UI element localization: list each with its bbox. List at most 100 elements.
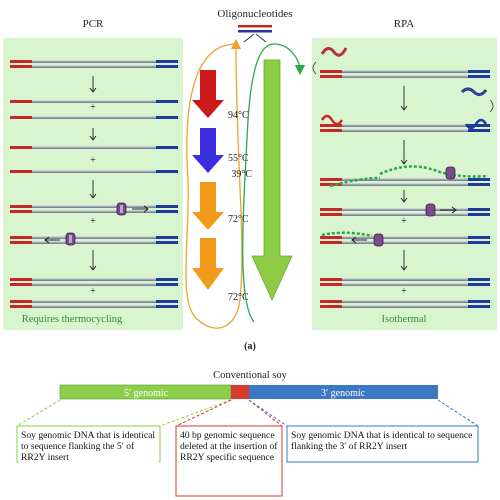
primer-blue [156,305,178,308]
rpa-duplex-5-top [320,236,490,239]
rpa-duplex-4-top [320,208,490,211]
pcr-plus-3: + [90,216,96,227]
rpa-duplex-6-top [320,278,490,281]
rpa-polymerase-3 [321,231,384,247]
primer-red [320,178,342,181]
pcr-step-arrow-3 [89,180,97,199]
extend-arrow [192,182,224,230]
pcr-strands [10,60,178,308]
primer-red [320,236,342,239]
rpa-title: RPA [394,18,414,30]
isothermal-arrow [251,59,293,301]
genomic-5-label: 5′ genomic [124,388,169,399]
rpa-footer: Isothermal [382,314,427,325]
pcr-duplex-9-bottom [10,305,178,308]
primer-red [10,205,32,208]
pcr-title: PCR [83,18,104,30]
box-right-text: Soy genomic DNA that is identical to seq… [288,428,477,454]
rpa-duplex-3-top [320,178,490,181]
primer-blue [468,208,490,211]
primer-blue [468,75,490,78]
primer-red [10,278,32,281]
pcr-plus-4: + [90,286,96,297]
primer-blue [156,241,178,244]
rpa-duplex-1-top [320,70,490,73]
pcr-duplex-8-bottom [10,283,178,286]
primer-red [320,213,342,216]
pcr-polymerase-reverse [44,232,76,246]
primer-blue [468,213,490,216]
primer-red [10,210,32,213]
pcr-polymerase-forward [116,202,149,216]
primer-red [320,283,342,286]
denature-arrow [192,70,224,118]
primer-red [10,170,32,173]
rpa-duplex-7-top [320,300,490,303]
primer-blue [156,283,178,286]
soy-title: Conventional soy [213,370,288,381]
rpa-step-arrow-4 [400,250,408,271]
primer-blue [156,236,178,239]
primer-red [10,65,32,68]
primer-blue [156,278,178,281]
temp-55: 55°C [228,153,249,164]
primer-blue [156,146,178,149]
rpa-isothermal-loop [242,43,306,323]
primer-blue [156,205,178,208]
primer-blue [468,278,490,281]
primer-blue [468,129,490,132]
rpa-step-arrow-3 [400,190,408,203]
rpa-polymerase-2 [425,203,457,217]
primer-red [320,129,342,132]
pcr-strand-3 [10,116,178,119]
pcr-duplex-7-top [10,236,178,239]
rpa-strand-invasion-right [464,118,488,130]
primer-red [320,278,342,281]
primer-blue [156,60,178,63]
pcr-cycle-loop [185,38,243,329]
rpa-recombinase-complex-2 [460,87,494,113]
pcr-step-arrow-1 [89,76,97,93]
rpa-step-arrow-1 [400,86,408,111]
rpa-strands [320,70,490,308]
primer-blue [156,210,178,213]
pcr-duplex-1-top [10,60,178,63]
connector-right [248,399,479,427]
primer-blue [468,178,490,181]
primer-red [10,116,32,119]
primer-blue [468,124,490,127]
temp-72: 72°C [228,214,249,225]
primer-blue [156,300,178,303]
rpa-recombinase-complex-1 [312,47,348,75]
primer-red [320,208,342,211]
primer-blue [468,283,490,286]
primer-red [10,300,32,303]
primer-red [320,70,342,73]
box-middle-text: 40 bp genomic sequence deleted at the in… [177,428,281,465]
rpa-duplex-7-bottom [320,305,490,308]
primer-red [10,283,32,286]
box-left-text: Soy genomic DNA that is identical to seq… [18,428,159,465]
primer-blue [156,116,178,119]
pcr-step-arrow-4 [89,250,97,271]
rpa-duplex-2-top [320,124,490,127]
primer-red [10,100,32,103]
rpa-step-arrow-2 [400,140,408,165]
rpa-duplex-2-bottom [320,129,490,132]
primer-blue [468,236,490,239]
primer-red [10,236,32,239]
primer-blue [156,100,178,103]
pcr-duplex-6-bottom [10,210,178,213]
primer-blue [468,241,490,244]
pcr-strand-4 [10,146,178,149]
rpa-strand-invasion-left [320,114,344,126]
pcr-step-arrow-2 [89,128,97,141]
primer-red [320,75,342,78]
rpa-duplex-5-bottom [320,241,490,244]
primer-blue [156,65,178,68]
step-arrows [89,76,408,271]
pcr-strand-2 [10,100,178,103]
panel-label: (a) [244,341,256,352]
